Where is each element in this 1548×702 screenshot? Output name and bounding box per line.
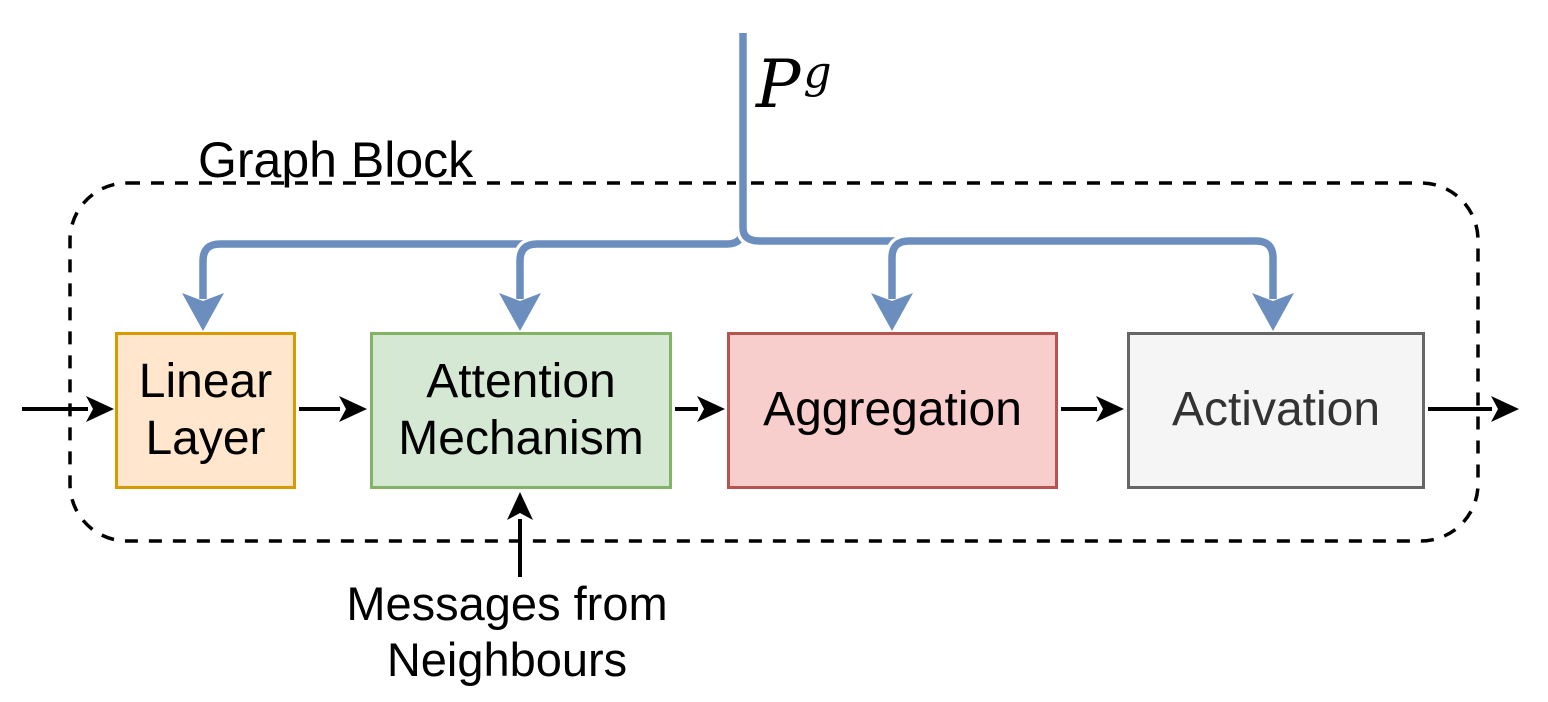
attention-label-line2: Mechanism: [398, 411, 644, 465]
activation-block: Activation: [1127, 332, 1425, 489]
pg-label: Pg: [756, 46, 832, 123]
arrowhead-right-into-activation: [1096, 396, 1124, 422]
attention-mechanism-block: Attention Mechanism: [370, 332, 672, 489]
graph-block-dashed-border: [68, 181, 1480, 543]
aggregation-block: Aggregation: [727, 332, 1058, 489]
pg-superscript: g: [803, 47, 832, 99]
arrowhead-down-activation: [1252, 293, 1294, 331]
graph-block-label: Graph Block: [198, 132, 474, 188]
pg-edge-to-activation: [739, 227, 1277, 299]
pg-arrowheads: [182, 293, 1294, 331]
arrowhead-right-into-aggregation: [697, 396, 725, 422]
linear-layer-label-line1: Linear: [138, 354, 273, 408]
dataflow-arrowheads: [86, 396, 1519, 520]
aggregation-label: Aggregation: [763, 383, 1022, 437]
linear-layer-block: Linear Layer: [115, 332, 296, 489]
attention-label-line1: Attention: [426, 354, 616, 408]
pg-base: P: [756, 46, 801, 123]
arrowhead-down-attention: [499, 293, 541, 331]
pg-edge-to-attention: [516, 240, 538, 299]
messages-label-line2: Neighbours: [386, 633, 628, 687]
global-input-edges: [182, 33, 1294, 331]
arrowhead-up-messages: [507, 492, 533, 520]
arrowhead-down-linear: [182, 293, 224, 331]
linear-layer-label-line2: Layer: [145, 411, 266, 465]
arrowhead-down-aggregation: [871, 293, 913, 331]
messages-label-line1: Messages from: [346, 577, 668, 630]
pg-edge-to-aggregation: [888, 237, 910, 299]
arrowhead-right-into-attention: [339, 396, 367, 422]
messages-from-neighbours-label: Messages from Neighbours: [207, 576, 807, 689]
activation-label: Activation: [1171, 383, 1381, 437]
arrowhead-right-output: [1491, 396, 1519, 422]
arrowhead-right-into-linear: [86, 396, 114, 422]
dataflow-edges: [22, 407, 1492, 577]
